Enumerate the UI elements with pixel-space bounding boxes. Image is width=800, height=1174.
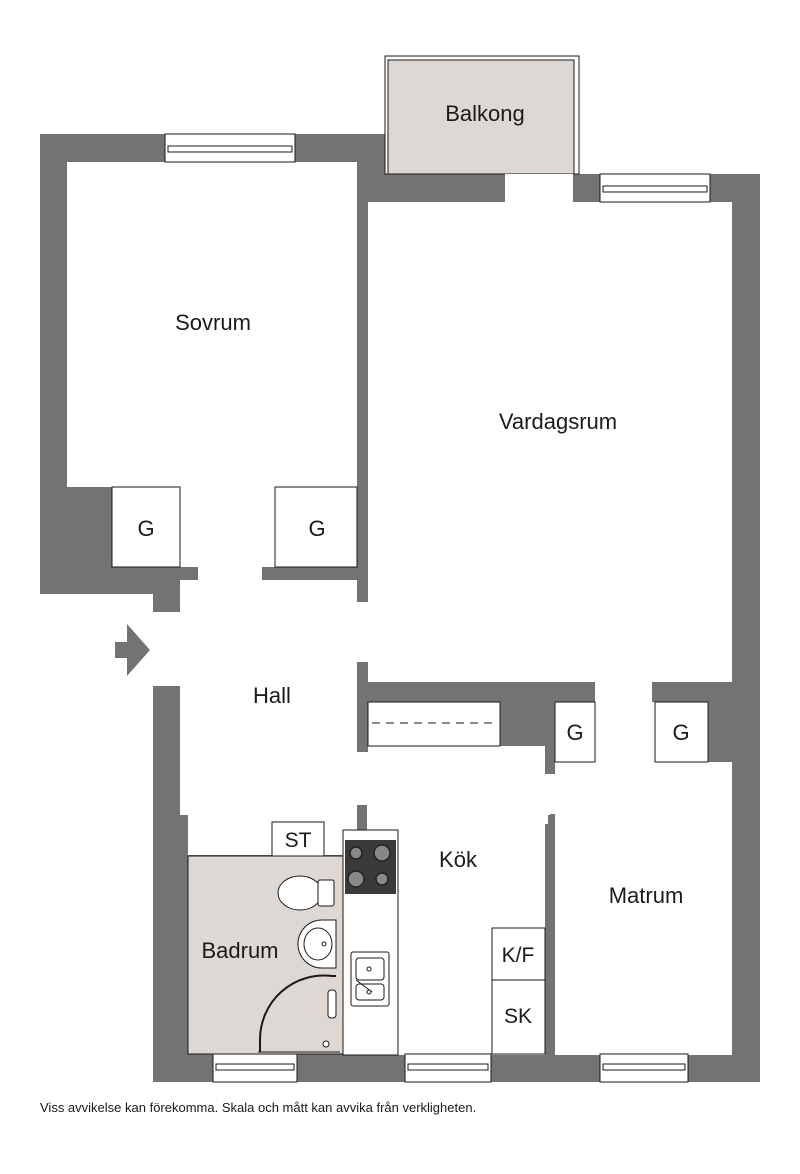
label-wardrobe-2: G bbox=[308, 516, 325, 541]
label-vardagsrum: Vardagsrum bbox=[499, 409, 617, 434]
label-badrum: Badrum bbox=[201, 938, 278, 963]
wardrobe-2 bbox=[274, 486, 358, 568]
label-fridge-freezer: K/F bbox=[502, 944, 535, 967]
window-matrum bbox=[599, 1053, 689, 1083]
windows bbox=[164, 133, 711, 1083]
label-wardrobe-3: G bbox=[566, 720, 583, 745]
wardrobe-1 bbox=[111, 486, 181, 568]
label-wardrobe-4: G bbox=[672, 720, 689, 745]
disclaimer-text: Viss avvikelse kan förekomma. Skala och … bbox=[40, 1100, 477, 1115]
label-sovrum: Sovrum bbox=[175, 310, 251, 335]
toilet-icon bbox=[277, 875, 335, 911]
kitchen-counter bbox=[342, 829, 399, 1056]
label-balkong: Balkong bbox=[445, 101, 525, 126]
balcony bbox=[384, 55, 580, 202]
wardrobe-4 bbox=[654, 701, 709, 763]
label-cabinet: SK bbox=[504, 1005, 532, 1028]
label-storage: ST bbox=[285, 829, 312, 852]
window-kok bbox=[404, 1053, 492, 1083]
partitions bbox=[180, 162, 732, 1055]
cabinet-sk bbox=[491, 979, 546, 1055]
kitchen-units bbox=[491, 927, 546, 1055]
shower-icon bbox=[258, 974, 340, 1053]
room-labels: Balkong Sovrum Vardagsrum Hall Kök Matru… bbox=[175, 101, 683, 963]
entrance-arrow-icon bbox=[115, 624, 150, 676]
label-hall: Hall bbox=[253, 683, 291, 708]
window-vardagsrum bbox=[599, 173, 711, 203]
wardrobe-3 bbox=[554, 701, 596, 763]
bathroom-fixtures bbox=[258, 875, 340, 1053]
label-wardrobe-1: G bbox=[137, 516, 154, 541]
wardrobes bbox=[111, 486, 709, 763]
storage-cabinet bbox=[271, 821, 325, 857]
washbasin-icon bbox=[297, 919, 337, 969]
fridge-freezer bbox=[491, 927, 546, 981]
label-kok: Kök bbox=[439, 847, 478, 872]
window-sovrum bbox=[164, 133, 296, 163]
fixture-labels: G G G G ST K/F SK bbox=[137, 516, 689, 1028]
hall-shelf bbox=[367, 701, 501, 747]
kitchen-sink-icon bbox=[350, 951, 390, 1007]
label-matrum: Matrum bbox=[609, 883, 684, 908]
window-badrum bbox=[212, 1053, 298, 1083]
